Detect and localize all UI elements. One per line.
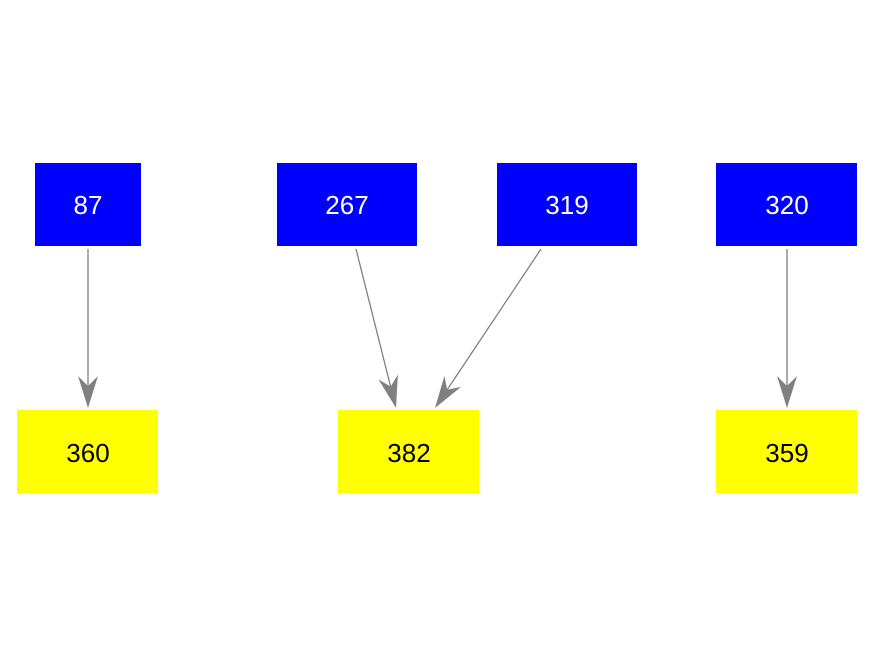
- node-box: [17, 410, 158, 493]
- node-359: 359: [716, 410, 857, 493]
- node-382: 382: [338, 410, 479, 493]
- node-box: [716, 410, 857, 493]
- node-label: 87: [74, 190, 103, 220]
- arrowhead-icon: [777, 376, 797, 408]
- node-box: [716, 163, 857, 246]
- node-label: 360: [66, 438, 109, 468]
- edge-line-319-382: [446, 248, 542, 391]
- node-box: [497, 163, 637, 246]
- node-320: 320: [716, 163, 857, 246]
- arrowhead-icon: [378, 374, 398, 408]
- node-label: 267: [325, 190, 368, 220]
- arrowhead-icon: [78, 376, 98, 408]
- node-box: [35, 163, 141, 246]
- node-box: [338, 410, 479, 493]
- node-267: 267: [277, 163, 417, 246]
- node-319: 319: [497, 163, 637, 246]
- node-87: 87: [35, 163, 141, 246]
- node-label: 320: [765, 190, 808, 220]
- node-360: 360: [17, 410, 158, 493]
- node-label: 382: [387, 438, 430, 468]
- node-label: 319: [545, 190, 588, 220]
- node-box: [277, 163, 417, 246]
- node-label: 359: [765, 438, 808, 468]
- edges: [78, 248, 797, 408]
- arrowhead-icon: [435, 375, 462, 408]
- edge-line-267-382: [355, 248, 392, 387]
